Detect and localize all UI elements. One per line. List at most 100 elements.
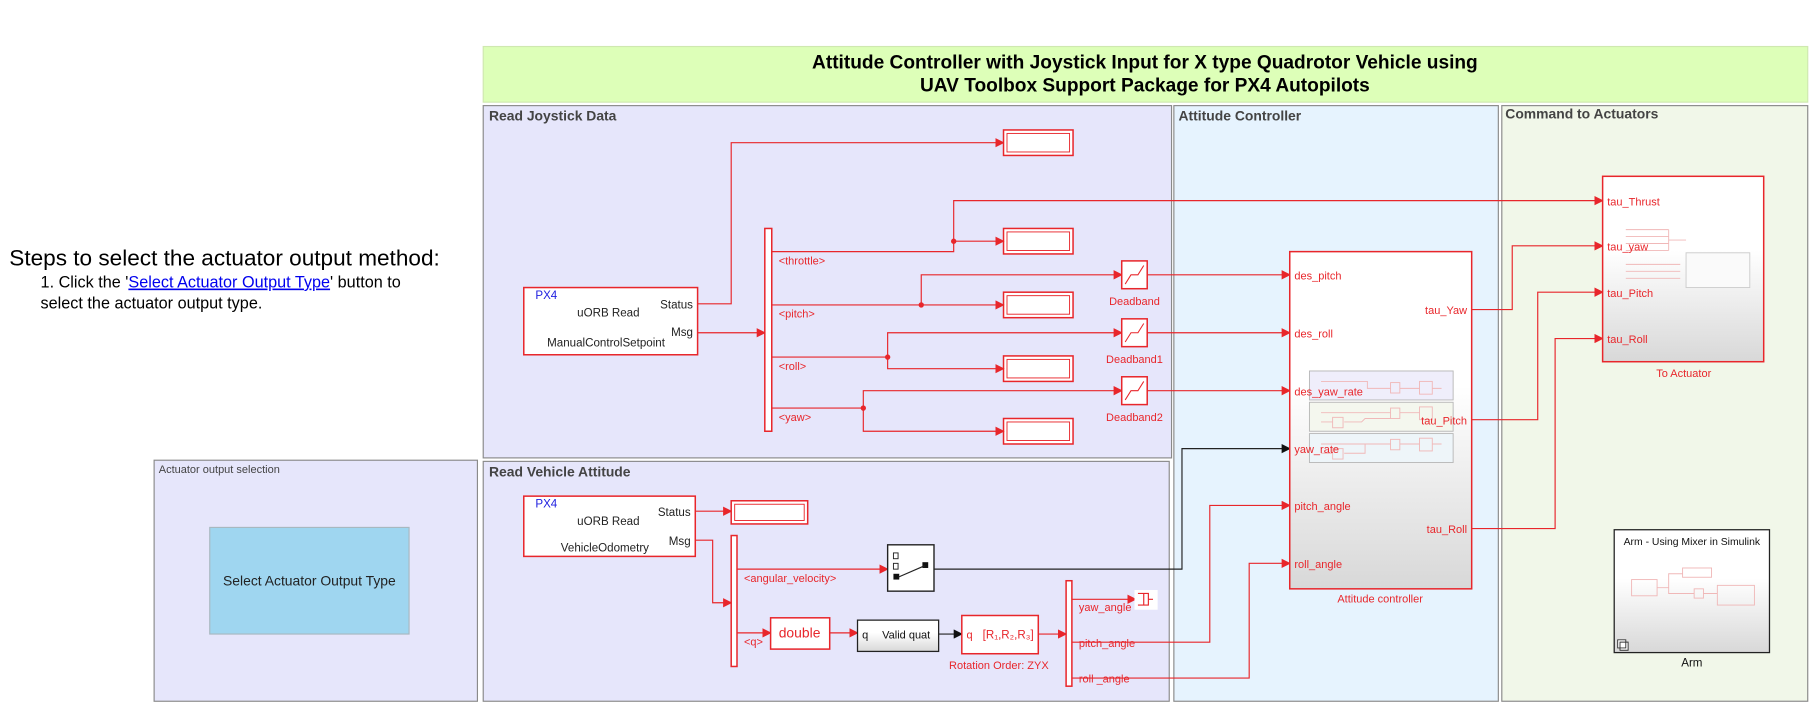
display-block[interactable] — [1002, 417, 1074, 445]
wire-throttle — [771, 196, 1604, 253]
input-des-roll: des_roll — [1294, 328, 1333, 340]
port-status: Status — [658, 507, 691, 519]
double-label: double — [779, 625, 821, 641]
quat-port: q — [966, 630, 972, 642]
wire-pitch-angle — [1071, 500, 1291, 643]
input-yaw-rate: yaw_rate — [1294, 444, 1339, 456]
port-msg: Msg — [671, 327, 693, 339]
deadband-label: Deadband — [1109, 296, 1160, 308]
instructions-heading: Steps to select the actuator output meth… — [9, 246, 440, 271]
step1-suffix: ' button to — [330, 274, 401, 292]
switch-icon — [897, 565, 925, 578]
signal-pitch: <pitch> — [779, 309, 815, 321]
arm-title: Arm - Using Mixer in Simulink — [1624, 537, 1761, 548]
area-read-joystick — [482, 105, 1173, 459]
quat-euler-label: [R₁,R₂,R₃] — [983, 630, 1034, 642]
wire-tau-roll — [1471, 333, 1604, 530]
signal-throttle: <throttle> — [779, 255, 825, 267]
port-status: Status — [660, 299, 693, 311]
display-blocks-joystick — [1002, 129, 1074, 445]
valid-quat-block[interactable]: q Valid quat — [856, 619, 940, 653]
to-actuator-label: To Actuator — [1656, 368, 1711, 380]
display-block[interactable] — [1002, 227, 1074, 255]
input-pitch-angle: pitch_angle — [1294, 501, 1350, 513]
input-tau-thrust: tau_Thrust — [1607, 196, 1660, 208]
title-banner — [482, 45, 1809, 103]
deadband2-block[interactable]: Deadband2 — [1106, 376, 1163, 424]
input-tau-yaw: tau_yaw — [1607, 241, 1648, 253]
wire-tau-pitch — [1471, 287, 1604, 421]
manual-switch-block[interactable] — [886, 544, 935, 592]
wire-pitch-deadband — [920, 270, 1123, 305]
bus-selector-joystick[interactable] — [764, 227, 773, 432]
rotation-order-caption: Rotation Order: ZYX — [949, 660, 1049, 672]
input-des-yaw-rate: des_yaw_rate — [1294, 386, 1363, 398]
area-read-attitude-title: Read Vehicle Attitude — [489, 463, 631, 479]
output-roll-angle: roll _angle — [1079, 674, 1130, 686]
branch-point — [860, 405, 866, 411]
arm-thumbnail — [1631, 567, 1755, 606]
port-msg: Msg — [669, 536, 691, 548]
display-block[interactable] — [1002, 129, 1074, 157]
branch-point — [951, 238, 957, 244]
wire-yaw-display — [771, 407, 1005, 436]
wire-yaw-deadband — [862, 386, 1123, 409]
deadband1-block[interactable]: Deadband1 — [1106, 318, 1163, 366]
bus-selector-attitude[interactable] — [730, 534, 738, 668]
area-read-joystick-title: Read Joystick Data — [489, 108, 617, 124]
to-actuator-thumbnail — [1625, 229, 1751, 289]
quat-to-euler-block[interactable]: q [R₁,R₂,R₃] Rotation Order: ZYX — [949, 614, 1049, 672]
step1-prefix: 1. Click the ' — [41, 274, 129, 292]
subsystem-link-icon — [1617, 639, 1629, 651]
px4-label: PX4 — [535, 290, 557, 302]
area-actuator-selection-title: Actuator output selection — [159, 464, 280, 476]
signal-angular-velocity: <angular_velocity> — [744, 573, 836, 585]
valid-quat-port: q — [862, 630, 868, 642]
title-line2: UAV Toolbox Support Package for PX4 Auto… — [920, 76, 1370, 97]
area-attitude-controller-title: Attitude Controller — [1179, 108, 1302, 124]
select-actuator-output-link[interactable]: Select Actuator Output Type — [128, 274, 330, 292]
data-type-conversion-block[interactable]: double — [769, 617, 831, 650]
block-topic: VehicleOdometry — [561, 543, 649, 555]
input-roll-angle: roll_angle — [1294, 559, 1342, 571]
block-name: uORB Read — [577, 516, 639, 528]
select-actuator-output-label: Select Actuator Output Type — [223, 572, 396, 588]
signal-yaw: <yaw> — [779, 412, 811, 424]
block-name: uORB Read — [577, 308, 639, 320]
deadband-block[interactable]: Deadband — [1109, 260, 1160, 308]
input-tau-roll: tau_Roll — [1607, 334, 1647, 346]
deadband1-label: Deadband1 — [1106, 354, 1163, 366]
controller-thumbnail — [1308, 370, 1454, 463]
terminator-block[interactable] — [1134, 589, 1158, 610]
instructions-step1-line2: select the actuator output type. — [41, 294, 263, 312]
output-tau-yaw: tau_Yaw — [1425, 305, 1467, 317]
wire-roll-display — [771, 356, 1005, 374]
wire-joystick-status — [697, 138, 1005, 305]
demux-block[interactable] — [1065, 579, 1073, 687]
display-block[interactable] — [1002, 355, 1074, 383]
arm-label: Arm — [1681, 657, 1702, 669]
uorb-read-manualcontrol-block[interactable]: PX4 uORB Read ManualControlSetpoint Stat… — [523, 286, 699, 356]
branch-point — [918, 302, 924, 308]
block-topic: ManualControlSetpoint — [547, 338, 666, 350]
uorb-read-vehicleodometry-block[interactable]: PX4 uORB Read VehicleOdometry Status Msg — [523, 495, 697, 558]
title-line1: Attitude Controller with Joystick Input … — [812, 53, 1478, 74]
select-actuator-output-button[interactable]: Select Actuator Output Type — [209, 526, 410, 635]
px4-label: PX4 — [535, 499, 557, 511]
valid-quat-label: Valid quat — [882, 630, 930, 642]
display-block[interactable] — [730, 500, 809, 525]
instructions-step1: 1. Click the 'Select Actuator Output Typ… — [41, 274, 401, 292]
to-actuator-block[interactable]: tau_Thrust tau_yaw tau_Pitch tau_Roll — [1601, 175, 1765, 363]
output-tau-roll: tau_Roll — [1427, 524, 1467, 536]
wire-yaw-rate — [933, 443, 1291, 570]
attitude-controller-label: Attitude controller — [1337, 594, 1423, 606]
display-block[interactable] — [1002, 291, 1074, 319]
output-yaw-angle: yaw_angle — [1079, 602, 1132, 614]
arm-block[interactable]: Arm - Using Mixer in Simulink — [1613, 529, 1771, 654]
attitude-controller-block[interactable]: des_pitch des_roll des_yaw_rate yaw_rate… — [1288, 250, 1473, 590]
area-command-actuators-title: Command to Actuators — [1505, 105, 1658, 121]
deadband-icon — [1124, 381, 1145, 401]
signal-q: <q> — [744, 637, 763, 649]
deadband2-label: Deadband2 — [1106, 412, 1163, 424]
